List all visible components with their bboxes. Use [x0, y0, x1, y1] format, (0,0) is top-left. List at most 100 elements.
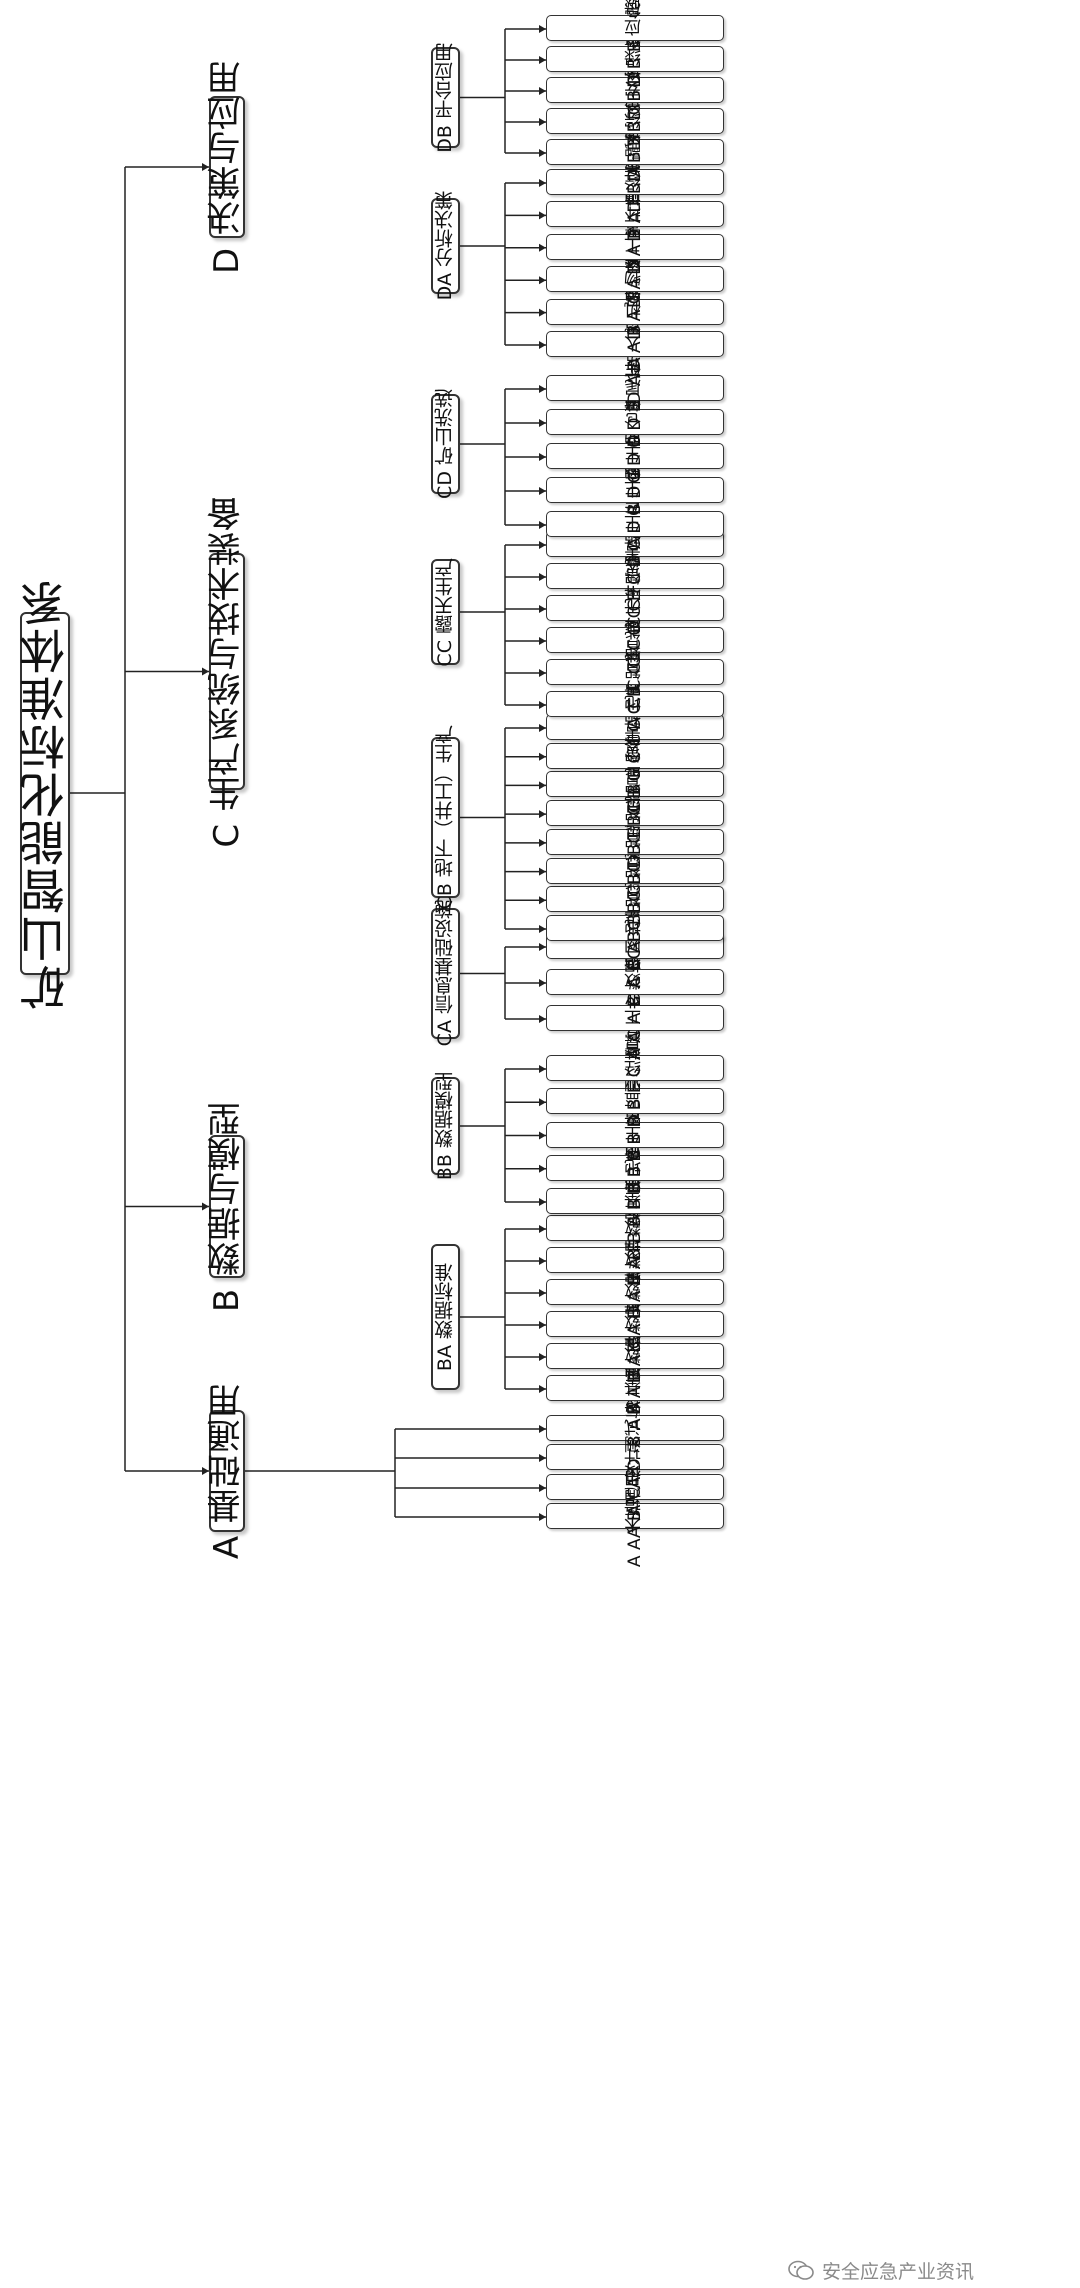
leaf-2-3-3: C D D 仓储装车 [546, 361, 724, 483]
leaf-2-3-1-arrow [539, 487, 546, 495]
leaf-1-0-5: B A F 数据应用 [546, 1169, 724, 1287]
group-3-1: DB 平台应用 [431, 43, 460, 152]
leaf-2-2-3: C C D 无人驾驶 [546, 547, 724, 669]
leaf-2-3-3-arrow [539, 419, 546, 427]
arrow-branch-0 [202, 1467, 209, 1475]
leaf-3-0-4-arrow [539, 211, 546, 220]
group-2-2: CC 露天生产 [431, 557, 460, 667]
leaf-2-1-2: C B C 智能开采 [546, 811, 724, 930]
leaf-3-1-4-label: D B E 应急救援 [624, 0, 645, 88]
leaf-3-0-0-arrow [539, 341, 546, 349]
leaf-3-1-2-arrow [539, 87, 546, 95]
leaf-2-1-6: C B G 智能辅助 [546, 695, 724, 816]
leaf-1-1-3-arrow [539, 1098, 546, 1107]
leaf-2-2-3-arrow [539, 605, 546, 613]
leaf-2-1-0-arrow [539, 925, 546, 933]
leaf-3-0-3-arrow [539, 243, 546, 252]
leaf-2-2-0-arrow [539, 701, 546, 709]
leaf-2-1-2-arrow [539, 867, 546, 876]
leaf-2-0-0: C A A 工业网络 [546, 958, 724, 1078]
leaf-2-1-1: C B B 智能掘进 [546, 840, 724, 959]
leaf-3-0-4: D A E 环境要求 [546, 155, 724, 274]
branch-a-label: A 基础通用 [207, 1382, 247, 1560]
leaf-0-0-0: A A 术语定义 [546, 1465, 724, 1567]
leaf-0-0-1-arrow [539, 1484, 546, 1492]
leaf-2-1-4-arrow [539, 810, 546, 819]
leaf-3-1-3-arrow [539, 56, 546, 64]
leaf-1-0-1: B A B 数据编码 [546, 1296, 724, 1416]
group-2-1: CB 地下（井工）生产 [431, 725, 460, 910]
leaf-0-0-3-arrow [539, 1425, 546, 1433]
root-label: 矿山智能化标准体系 [18, 577, 72, 1010]
group-2-0: CA 信息基础设施 [431, 900, 460, 1047]
group-1-0-label: BA 数据标准 [434, 1262, 456, 1372]
group-3-0: DA 分析决策 [431, 191, 460, 301]
leaf-2-2-5-arrow [539, 541, 546, 549]
leaf-2-1-3: C B D 智能主运 [546, 781, 724, 902]
leaf-3-1-4-arrow [539, 25, 546, 33]
leaf-2-2-0: C C A 地质保障 [546, 644, 724, 764]
leaf-1-1-4-arrow [539, 1065, 546, 1073]
leaf-1-0-2: B A C 数据采集 [546, 1264, 724, 1384]
leaf-1-0-0-arrow [539, 1385, 546, 1393]
leaf-3-0-0: D A A 人员组织 [546, 284, 724, 404]
leaf-2-3-0: C D A 生产控制 [546, 464, 724, 584]
group-2-2-label: CC 露天生产 [434, 557, 456, 667]
leaf-3-0-5: D A F 经营管理 [546, 123, 724, 241]
leaf-2-0-0-arrow [539, 1015, 546, 1023]
group-2-1-label: CB 地下（井工）生产 [434, 725, 456, 910]
branch-d: D 决策与应用 [207, 60, 247, 274]
leaf-3-0-2-arrow [539, 276, 546, 285]
leaf-3-1-1-arrow [539, 118, 546, 126]
leaf-1-0-5-arrow [539, 1225, 546, 1233]
group-1-0: BA 数据标准 [431, 1244, 460, 1390]
leaf-3-1-0-arrow [539, 149, 546, 157]
leaf-2-2-4: C C E 智能辅助 [546, 517, 724, 635]
arrow-branch-1 [202, 1202, 209, 1211]
leaf-1-1-2-arrow [539, 1131, 546, 1140]
group-2-3-label: CD 矿山洗选 [434, 389, 456, 499]
leaf-0-0-3: A D 测试与评估 [546, 1368, 724, 1488]
group-2-0-label: CA 信息基础设施 [434, 900, 456, 1047]
leaf-2-0-1-arrow [539, 979, 546, 987]
leaf-3-1-1: D B B 综合管控 [546, 61, 724, 181]
group-1-1: BB 数据模型 [431, 1072, 460, 1180]
leaf-2-3-1: C D B 生产辅助 [546, 430, 724, 550]
leaf-3-0-5-arrow [539, 179, 546, 187]
branch-a: A 基础通用 [207, 1383, 247, 1559]
group-1-1-label: BB 数据模型 [434, 1071, 456, 1181]
leaf-2-2-1: C C B 智能穿爆 [546, 612, 724, 732]
leaf-2-0-1: C A B 数据中心 [546, 922, 724, 1042]
watermark: 安全应急产业资讯 [788, 2258, 975, 2283]
leaf-2-1-1-arrow [539, 896, 546, 905]
leaf-2-2-2-arrow [539, 637, 546, 645]
arrow-branch-2 [202, 667, 209, 676]
root-node: 矿山智能化标准体系 [18, 578, 72, 1010]
branch-b-label: B 数据与模型 [207, 1100, 247, 1313]
leaf-1-1-4: B B E 经营管理 [546, 1009, 724, 1127]
leaf-2-2-2: C C C 智能采运排 [546, 572, 724, 708]
leaf-3-0-1-arrow [539, 308, 546, 317]
leaf-2-1-4: C B E 智能辅运 [546, 754, 724, 872]
leaf-1-1-1: B B B 地质测量 [546, 1108, 724, 1227]
group-2-3: CD 矿山洗选 [431, 389, 460, 499]
leaf-3-0-3: D A D 工艺法则 [546, 186, 724, 308]
watermark-text: 安全应急产业资讯 [822, 2260, 975, 2283]
leaf-1-0-0: B A A 基础共性 [546, 1328, 724, 1448]
leaf-2-2-1-arrow [539, 669, 546, 677]
leaf-2-0-2-arrow [539, 943, 546, 951]
leaf-1-0-4: B A E 数据安全 [546, 1201, 724, 1319]
leaf-2-1-5-arrow [539, 781, 546, 790]
leaf-1-1-0-arrow [539, 1198, 546, 1206]
leaf-2-3-4-arrow [539, 385, 546, 393]
leaf-3-1-2: D B C 安全预警 [546, 30, 724, 150]
leaf-1-0-1-arrow [539, 1353, 546, 1361]
branch-d-label: D 决策与应用 [207, 60, 247, 274]
leaf-1-1-1-arrow [539, 1164, 546, 1173]
leaf-2-1-7-arrow [539, 724, 546, 732]
branch-c: C 生产系统与技术装备 [207, 496, 247, 848]
leaf-2-3-4: C D E 尾矿设施 [546, 328, 724, 448]
leaf-3-1-0: D B A 融合应用 [546, 92, 724, 212]
branch-c-label: C 生产系统与技术装备 [207, 495, 247, 848]
